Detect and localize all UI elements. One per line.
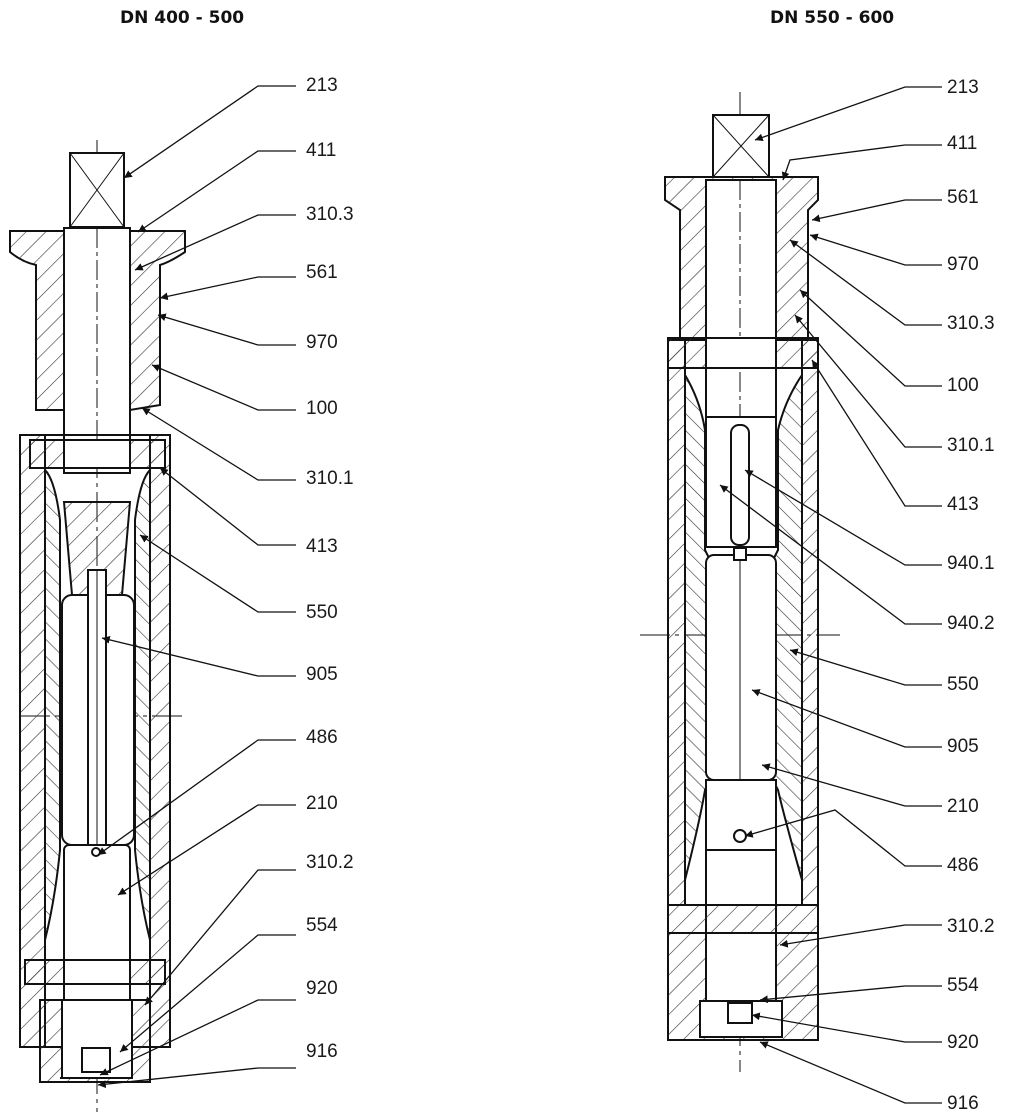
left-label-310-2: 310.2 [306,852,354,873]
right-label-413: 413 [947,494,979,515]
left-label-970: 970 [306,332,338,353]
left-label-100: 100 [306,398,338,419]
left-label-210: 210 [306,793,338,814]
right-label-916: 916 [947,1093,979,1114]
right-valve-assembly [640,92,840,1072]
left-label-554: 554 [306,915,338,936]
left-label-550: 550 [306,602,338,623]
right-label-905: 905 [947,736,979,757]
right-label-213: 213 [947,77,979,98]
right-label-310-2: 310.2 [947,916,995,937]
left-label-411: 411 [306,140,337,161]
right-label-486: 486 [947,855,979,876]
left-label-561: 561 [306,262,338,283]
left-label-486: 486 [306,727,338,748]
right-label-940-1: 940.1 [947,553,995,574]
right-label-310-3: 310.3 [947,313,995,334]
right-leader-lines [719,86,942,1104]
right-label-940-2: 940.2 [947,613,995,634]
left-label-310-1: 310.1 [306,468,354,489]
right-label-310-1: 310.1 [947,435,995,456]
left-label-905: 905 [306,664,338,685]
left-label-916: 916 [306,1041,338,1062]
left-label-920: 920 [306,978,338,999]
right-label-210: 210 [947,796,979,817]
right-label-550: 550 [947,674,979,695]
left-leader-lines [97,85,296,1089]
right-label-100: 100 [947,375,979,396]
left-valve-assembly [9,140,186,1112]
right-label-561: 561 [947,187,979,208]
left-label-413: 413 [306,536,338,557]
right-label-970: 970 [947,254,979,275]
left-label-310-3: 310.3 [306,204,354,225]
right-label-411: 411 [947,133,978,154]
right-drawing-title: DN 550 - 600 [770,8,895,28]
left-drawing-title: DN 400 - 500 [120,8,245,28]
left-label-213: 213 [306,75,338,96]
right-label-920: 920 [947,1032,979,1053]
right-label-554: 554 [947,975,979,996]
